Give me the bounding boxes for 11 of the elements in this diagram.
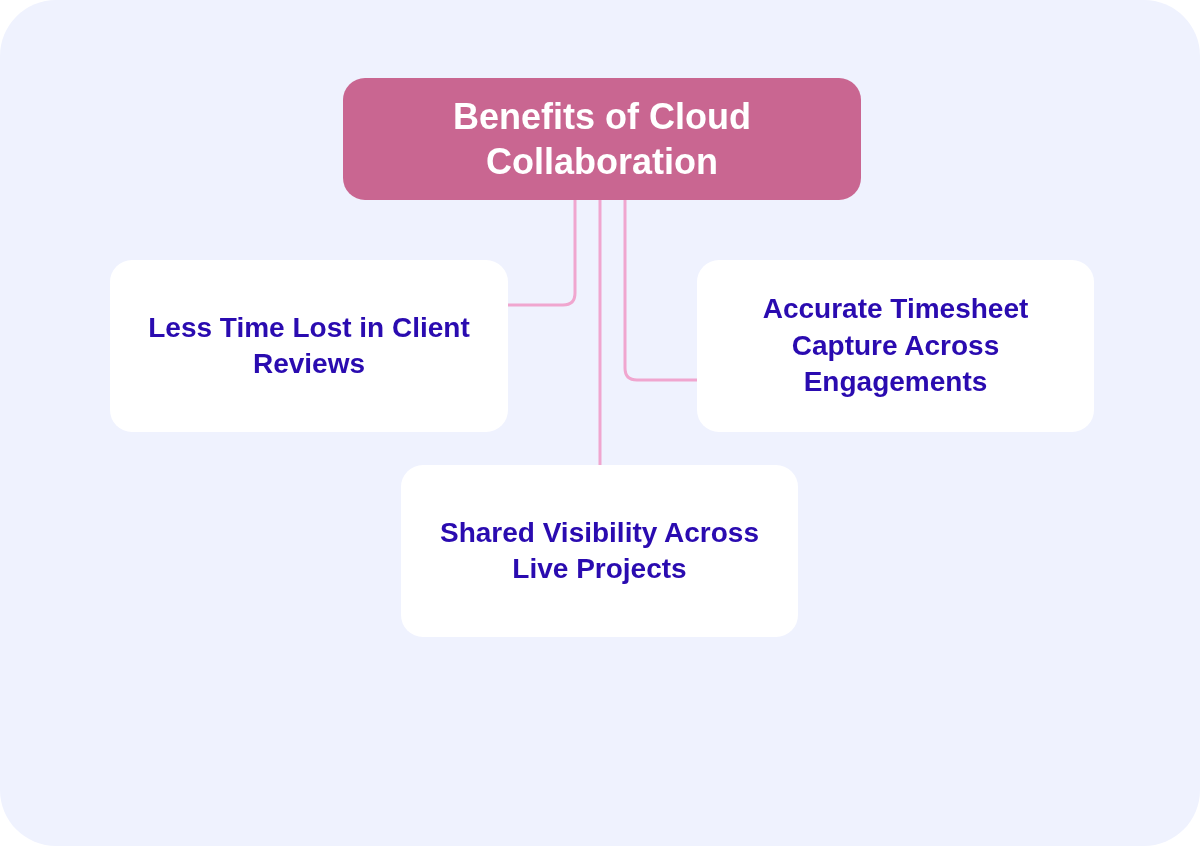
- benefit-card: [401, 465, 798, 637]
- title-box: [343, 78, 861, 200]
- node-text: Less Time Lost in Client Reviews: [147, 310, 471, 381]
- benefit-card: [110, 260, 508, 432]
- node-text: Shared Visibility Across Live Projects: [439, 515, 760, 586]
- connector-line: [508, 200, 577, 307]
- node-text: Accurate Timesheet Capture Across Engagements: [761, 292, 1030, 400]
- connector-line: [623, 200, 697, 382]
- benefit-card: [697, 260, 1094, 432]
- node-text: Benefits of Cloud Collaboration: [452, 95, 752, 184]
- connector-line: [598, 200, 602, 465]
